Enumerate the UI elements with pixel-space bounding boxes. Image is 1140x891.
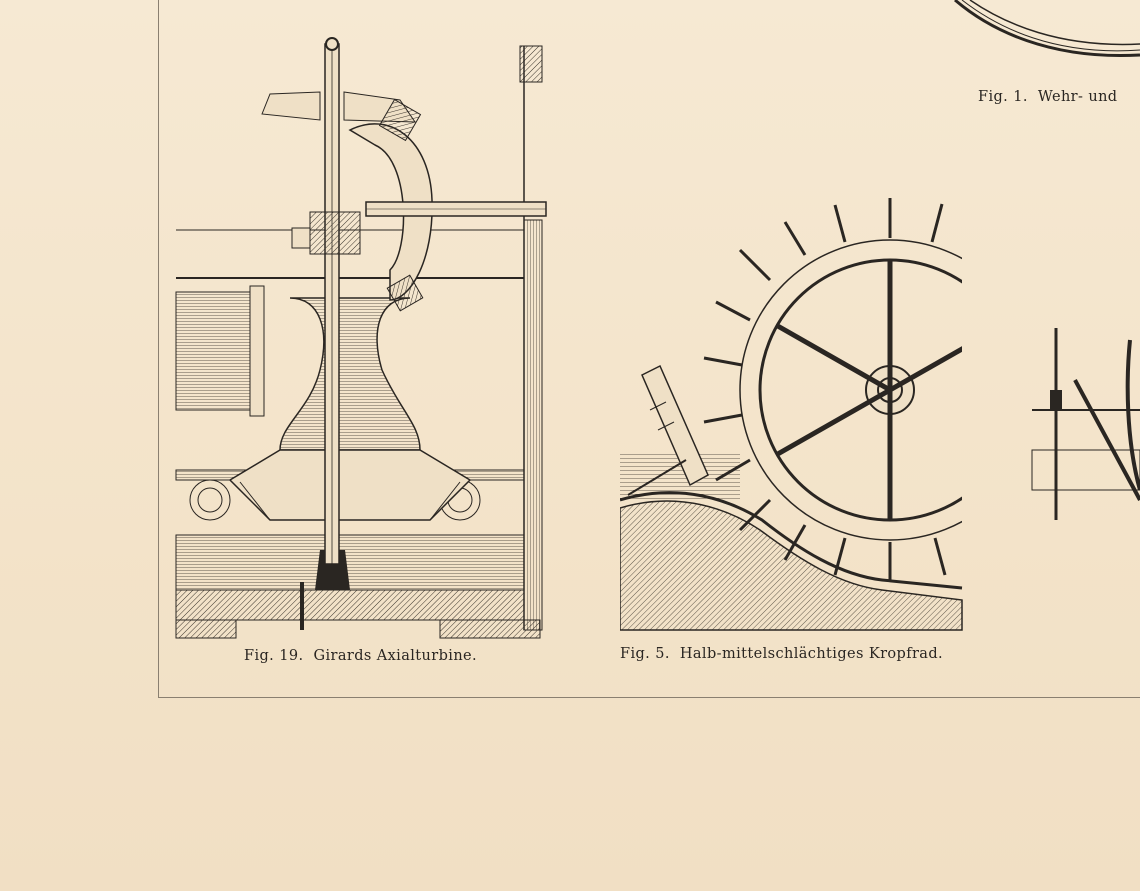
breast-wheel-illustration (620, 198, 963, 631)
figure-1-caption: Fig. 1. Wehr- und (978, 89, 1117, 105)
plate-border (158, 0, 1140, 698)
figure-5-title: Halb-mittelschlächtiges Kropfrad. (679, 646, 944, 662)
figure-19-number: Fig. 19. (244, 648, 304, 664)
figure-1-title: Wehr- und (1037, 89, 1118, 105)
figure-5-number: Fig. 5. (620, 646, 670, 662)
figure-5-caption: Fig. 5. Halb-mittelschlächtiges Kropfrad. (620, 646, 943, 662)
figure-19-caption: Fig. 19. Girards Axialturbine. (244, 648, 477, 664)
figure-1-number: Fig. 1. (978, 89, 1028, 105)
partial-wheel-illustration (1031, 328, 1140, 520)
axial-turbine-illustration (175, 37, 547, 639)
figure-19-title: Girards Axialturbine. (313, 648, 478, 664)
weir-arc-illustration (954, 0, 1140, 58)
